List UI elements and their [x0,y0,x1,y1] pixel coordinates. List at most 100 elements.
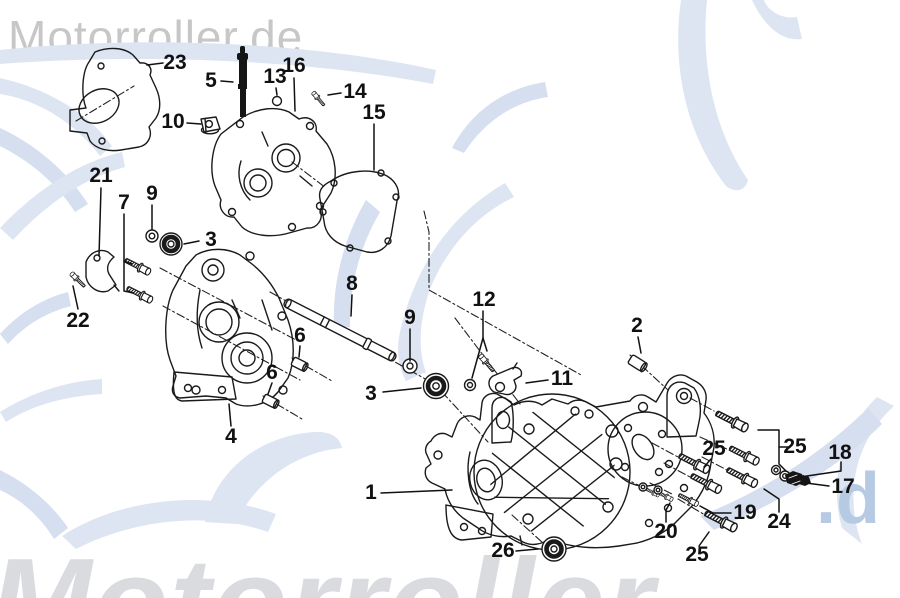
callout-leader-14-4 [327,92,342,96]
callout-label-11-18: 11 [550,367,574,390]
part-20-washer [653,485,663,495]
part-5-stud [237,46,248,117]
callout-leader-26-22 [515,548,539,552]
callout-leader-3-10 [183,240,200,245]
part-25-spring-washer [770,464,782,476]
part-16-gearbox-cover [211,107,336,237]
part-6-dowel-pin-a [290,356,309,372]
callout-leader-13-2 [275,87,278,96]
swoosh-left-band-3 [0,379,102,422]
callout-leader-6-14 [267,382,273,395]
callout-label-9-15: 9 [404,306,416,329]
part-3-bearing-b [422,372,450,400]
swoosh-right-band [700,408,882,530]
callout-label-6-14: 6 [266,361,278,384]
callout-leader-4-20 [228,403,232,427]
watermark-swoosh-layer [0,0,894,549]
callout-label-18-29: 18 [828,441,852,464]
callout-label-5-1: 5 [205,69,217,92]
swoosh-bottom-crescent-2 [62,499,276,549]
callout-leader-25-28 [757,429,787,472]
callout-label-4-20: 4 [225,425,237,448]
callout-leader-12-17 [482,337,488,352]
part-6-dowel-pin-b [261,393,280,409]
callout-leader-6-13 [298,345,301,358]
callout-label-3-16: 3 [365,382,377,405]
callout-label-13-2: 13 [263,65,287,88]
callout-leader-21-7 [98,187,102,257]
part-21-bracket [85,249,120,293]
swoosh-bird-hook [752,0,802,40]
callout-leader-25-24 [698,531,710,547]
callout-label-15-6: 15 [362,101,386,124]
callout-label-12-17: 12 [472,288,496,311]
callout-leader-11-18 [525,379,549,384]
part-9-washer-a [145,229,159,243]
callout-leader-25-27 [703,458,712,468]
part-2-dowel-pin [627,354,648,373]
callout-label-19-25: 19 [733,501,757,524]
callout-label-16-3: 16 [282,54,306,77]
callout-label-25-24: 25 [685,543,709,566]
callout-label-2-19: 2 [631,314,643,337]
part-3-bearing-a [159,232,183,256]
callout-label-21-7: 21 [89,164,113,187]
callout-label-7-9: 7 [118,191,130,214]
swoosh-bird-body [678,0,748,191]
callout-label-26-22: 26 [491,539,515,562]
callout-label-25-27: 25 [702,437,726,460]
swoosh-left-band-1 [0,152,125,240]
part-20-washer-b [638,482,648,492]
callout-leader-17-30 [805,482,830,487]
swoosh-bird-wing [452,82,548,153]
part-13-circlip [271,95,283,107]
callout-leader-1-21 [380,489,453,494]
callout-leader-8-12 [350,294,353,317]
callout-label-9-8: 9 [146,182,158,205]
swoosh-center-arc-inner [333,200,380,328]
callout-leader-10-5 [186,122,202,125]
callout-label-14-4: 14 [343,80,367,103]
callout-label-23-0: 23 [163,51,187,74]
callout-leader-20-23 [665,502,671,523]
callout-leader-16-3 [293,77,296,112]
part-4-left-crankcase-half [165,248,294,407]
watermark-brand-bottom: Motorroller [0,531,656,598]
callout-label-20-23: 20 [654,520,678,543]
callout-label-17-30: 17 [831,475,855,498]
callout-label-8-12: 8 [346,272,358,295]
callout-label-6-13: 6 [294,324,306,347]
watermark-brand-suffix: .d [816,459,880,539]
part-8-shaft [283,298,397,362]
part-23-cover-gasket [69,47,161,152]
swoosh-left-curl-1 [0,78,112,156]
callout-label-24-26: 24 [767,510,791,533]
part-1-right-crankcase-half [424,374,715,551]
callout-leader-2-19 [637,336,642,354]
callout-leader-23-0 [146,62,164,66]
callout-label-10-5: 10 [161,110,185,133]
callout-leader-3-16 [382,387,422,393]
swoosh-bottom-crescent-1 [205,431,342,524]
swoosh-left-band-2 [0,292,71,344]
part-10-flange-nut [200,116,221,135]
swoosh-top-band [0,42,436,84]
callout-label-1-21: 1 [365,481,377,504]
callout-leader-19-25 [699,505,732,514]
callout-leader-5-1 [220,80,234,83]
callout-leader-24-26 [763,488,780,513]
callout-label-25-28: 25 [783,435,807,458]
callout-label-22-11: 22 [66,309,90,332]
part-26-oil-seal [541,536,567,562]
callout-leader-7-9 [123,260,133,265]
part-12-washer [463,378,477,392]
part-15-cover-gasket [318,169,400,254]
callout-leader-22-11 [72,285,79,310]
callout-label-3-10: 3 [205,228,217,251]
part-11-lever [488,362,523,396]
callout-leader-12-17 [471,337,484,379]
swoosh-corner-band [0,470,68,539]
